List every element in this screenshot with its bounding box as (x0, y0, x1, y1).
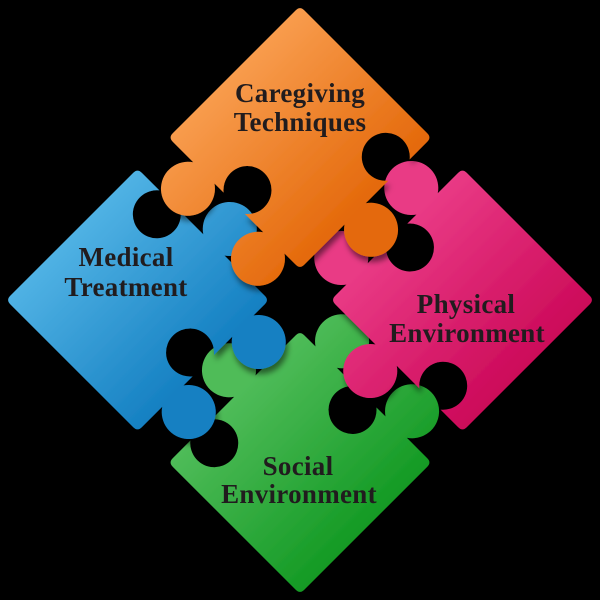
label-caregiving-line1: Caregiving (235, 78, 365, 108)
label-medical-line1: Medical (78, 242, 173, 272)
label-medical-line2: Treatment (64, 272, 187, 302)
label-physical-line1: Physical (417, 289, 516, 319)
piece-labels: Caregiving Techniques Medical Treatment … (64, 78, 545, 509)
label-physical-line2: Environment (389, 318, 545, 348)
label-caregiving-line2: Techniques (234, 107, 367, 137)
label-social-line1: Social (263, 451, 334, 481)
label-social-line2: Environment (221, 479, 377, 509)
